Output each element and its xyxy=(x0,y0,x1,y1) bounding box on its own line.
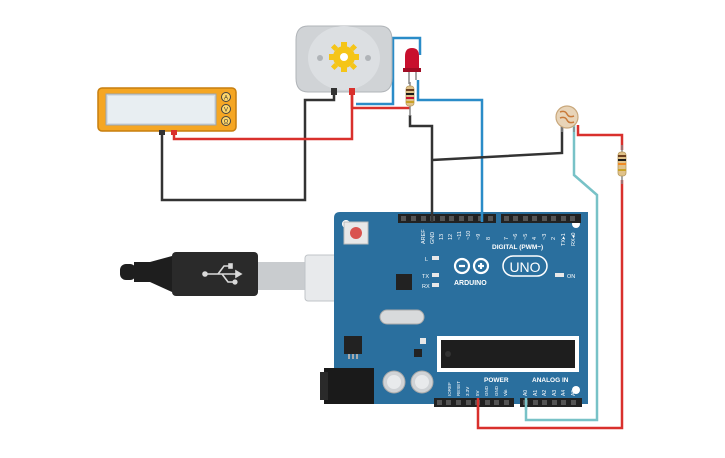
analog-label: ANALOG IN xyxy=(532,377,569,384)
wire-multimeter-black[interactable] xyxy=(160,93,336,202)
power-pin-3v3: 3.3V xyxy=(465,387,470,396)
multimeter-mode-a[interactable]: A xyxy=(221,92,231,102)
analog-pin-a5: A5 xyxy=(571,390,577,396)
pin-label-12: 12 xyxy=(448,234,454,240)
multimeter-mode-v[interactable]: V xyxy=(221,104,231,114)
power-label: POWER xyxy=(484,377,509,384)
power-jack[interactable] xyxy=(320,368,374,404)
wire-resistor-gnd-black[interactable] xyxy=(408,115,434,220)
power-pin-vin: Vin xyxy=(503,389,508,396)
multimeter-mode-v-label: V xyxy=(224,108,228,114)
capacitors xyxy=(382,370,434,394)
motor-terminal-red[interactable] xyxy=(349,88,355,95)
wire-motor-led-red[interactable] xyxy=(350,93,410,110)
pin-label-9: ~9 xyxy=(476,234,482,240)
digital-header-label: DIGITAL (PWM~) xyxy=(492,244,543,251)
analog-pin-a0: A0 xyxy=(523,390,529,396)
wire-pin-ends xyxy=(430,212,528,410)
power-pin-labels: IOREF RESET 3.3V 5V GND GND Vin xyxy=(447,381,508,396)
multimeter-mode-a-label: A xyxy=(224,96,228,102)
wire-ldr-black[interactable] xyxy=(431,125,564,162)
usb-icon xyxy=(202,263,243,285)
power-pin-ioref: IOREF xyxy=(447,382,452,396)
led-label-tx: TX xyxy=(422,274,429,280)
pin-label-7: 7 xyxy=(504,237,510,240)
analog-pin-a3: A3 xyxy=(552,390,558,396)
wire-led-pin9-blue[interactable] xyxy=(356,36,422,106)
multimeter[interactable]: A V Ω xyxy=(97,87,237,135)
resistor-led[interactable] xyxy=(405,82,415,116)
pin-label-6: ~6 xyxy=(513,234,519,240)
pin-label-11: ~11 xyxy=(457,231,463,240)
wire-resistor-5v-red[interactable] xyxy=(476,180,624,430)
status-leds: L TX RX xyxy=(422,256,439,290)
power-pin-5v: 5V xyxy=(475,390,480,396)
pin-label-13: 13 xyxy=(439,234,445,240)
reset-button[interactable] xyxy=(343,221,369,245)
pin-label-2: 2 xyxy=(551,237,557,240)
wire-multimeter-red[interactable] xyxy=(172,93,354,141)
wires xyxy=(160,36,624,430)
analog-pin-a2: A2 xyxy=(542,390,548,396)
multimeter-probe-black[interactable] xyxy=(159,130,165,135)
pin-label-10: ~10 xyxy=(466,231,472,240)
atmega-chip xyxy=(437,336,579,372)
led-label-rx: RX xyxy=(422,284,430,290)
multimeter-probe-red[interactable] xyxy=(171,130,177,135)
power-pin-gnd1: GND xyxy=(484,385,489,396)
arduino-brand-label: ARDUINO xyxy=(454,280,487,287)
arduino-uno[interactable]: AREF GND 13 12 ~11 ~10 ~9 8 7 ~6 ~5 4 ~3… xyxy=(320,212,588,407)
arduino-infinity-logo xyxy=(453,257,490,275)
wire-ldr-a0-teal[interactable] xyxy=(524,125,599,422)
power-pin-reset: RESET xyxy=(456,381,461,396)
multimeter-mode-ohm-label: Ω xyxy=(224,120,229,126)
analog-pin-labels: A0 A1 A2 A3 A4 A5 xyxy=(523,390,577,396)
digital-pin-labels: AREF GND 13 12 ~11 ~10 ~9 8 7 ~6 ~5 4 ~3… xyxy=(421,229,577,246)
red-led[interactable] xyxy=(403,48,421,84)
multimeter-mode-ohm[interactable]: Ω xyxy=(221,116,231,126)
motor-terminal-black[interactable] xyxy=(331,88,337,95)
motor-gear-icon xyxy=(329,42,359,72)
pin-label-rx0: RX◂0 xyxy=(571,233,577,246)
photoresistor[interactable] xyxy=(555,105,579,132)
pin-label-4: 4 xyxy=(532,237,538,240)
pin-label-aref: AREF xyxy=(421,229,427,244)
led-label-l: L xyxy=(425,257,428,263)
on-led-label: ON xyxy=(567,274,575,280)
pin-label-gnd: GND xyxy=(430,232,436,244)
power-pin-gnd2: GND xyxy=(494,385,499,396)
digital-header[interactable] xyxy=(398,214,581,223)
bottom-headers[interactable] xyxy=(434,398,582,407)
dc-motor[interactable] xyxy=(295,25,393,95)
analog-pin-a4: A4 xyxy=(561,390,567,396)
analog-pin-a1: A1 xyxy=(533,390,539,396)
resistor-ldr[interactable] xyxy=(617,145,627,184)
wire-led-pin9-blue-2[interactable] xyxy=(416,80,484,220)
wire-ldr-5v-red[interactable] xyxy=(576,125,624,150)
pin-label-tx1: TX▸1 xyxy=(561,233,567,246)
pin-label-8: 8 xyxy=(486,237,492,240)
arduino-model-label: UNO xyxy=(509,259,540,275)
pin-label-5: ~5 xyxy=(523,234,529,240)
pin-label-3: ~3 xyxy=(542,234,548,240)
